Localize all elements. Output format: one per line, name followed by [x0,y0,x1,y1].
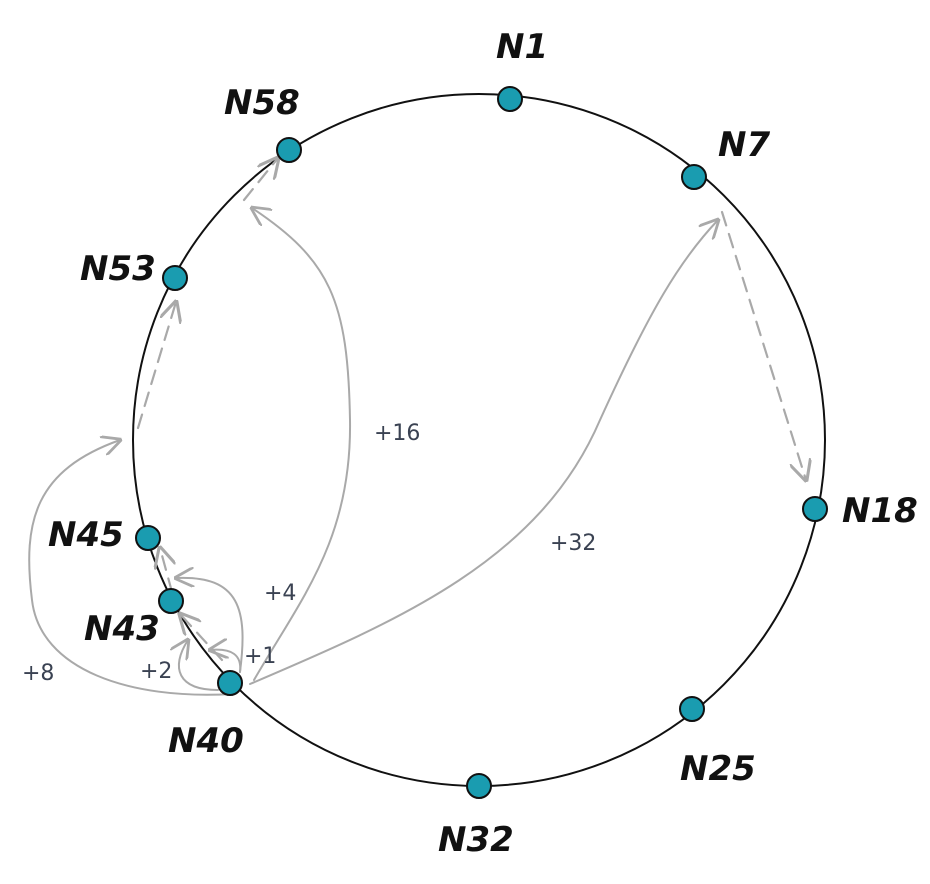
finger-arrow-plus8 [28,440,233,696]
nodes-layer [135,86,828,799]
successor-arrows [136,158,806,662]
node-label-n58: N58 [224,83,300,123]
finger-arrows [28,208,718,696]
finger-label-plus16: +16 [374,421,420,446]
finger-arrow-plus16 [252,208,352,681]
successor-arrow-n40-n43 [180,614,224,662]
node-label-n7: N7 [718,125,770,165]
successor-arrow-n7-n18 [720,210,806,480]
node-dot-n1 [497,86,523,112]
finger-label-plus1: +1 [244,644,276,669]
node-dot-n18 [802,496,828,522]
finger-arrow-plus2 [179,640,219,691]
finger-arrow-plus32 [249,220,718,685]
node-dot-n53 [162,265,188,291]
node-dot-n25 [679,696,705,722]
node-dot-n40 [217,670,243,696]
node-label-n43: N43 [84,609,160,649]
successor-arrow-n45-n53 [136,302,176,430]
node-dot-n58 [276,137,302,163]
node-dot-n32 [466,773,492,799]
node-label-n40: N40 [168,721,244,761]
node-label-n18: N18 [842,491,918,531]
node-label-n45: N45 [48,515,124,555]
finger-label-plus2: +2 [140,659,172,684]
node-label-n25: N25 [680,749,756,789]
node-label-n1: N1 [496,27,548,67]
finger-arrow-plus4 [176,578,244,673]
finger-label-plus32: +32 [550,531,596,556]
node-dot-n43 [158,588,184,614]
node-dot-n45 [135,525,161,551]
node-label-n32: N32 [438,820,514,860]
successor-arrow-n43-n45 [160,548,172,594]
finger-label-plus8: +8 [22,661,54,686]
node-label-n53: N53 [80,249,156,289]
successor-arrow-n53-n58 [242,158,278,202]
finger-label-plus4: +4 [264,581,296,606]
node-dot-n7 [681,164,707,190]
finger-labels: +1 +2 +4 +8 +16 +32 [22,421,596,686]
node-labels: N1 N7 N18 N25 N32 N40 N43 N45 N53 N58 [48,27,918,860]
